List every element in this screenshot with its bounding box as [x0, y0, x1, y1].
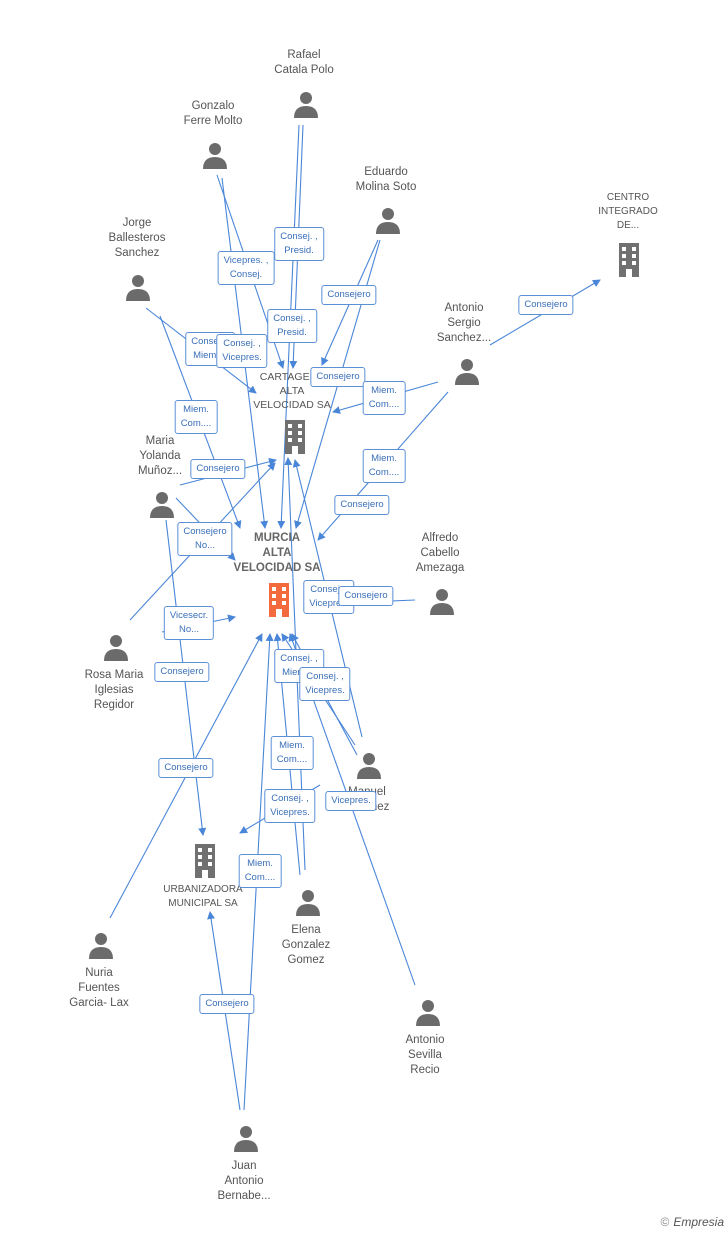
person-icon[interactable]	[374, 206, 402, 239]
node-label-antonio-sergio[interactable]: Antonio Sergio Sanchez...	[436, 302, 492, 344]
edge-label[interactable]: Miem. Com....	[174, 400, 218, 434]
node-label-elena[interactable]: Elena Gonzalez Gomez	[281, 924, 331, 966]
person-icon[interactable]	[102, 633, 130, 666]
node-label-maria[interactable]: Maria Yolanda Muñoz...	[137, 435, 183, 477]
edge-label[interactable]: Vicepres. , Consej.	[217, 251, 275, 285]
person-icon[interactable]	[87, 931, 115, 964]
main-building-icon[interactable]	[262, 582, 296, 623]
person-icon[interactable]	[428, 587, 456, 620]
edge-label[interactable]: Consejero	[518, 295, 574, 315]
node-label-alfredo[interactable]: Alfredo Cabello Amezaga	[415, 532, 465, 574]
building-icon[interactable]	[612, 242, 646, 283]
node-label-murcia[interactable]: MURCIA ALTA VELOCIDAD SA	[233, 532, 321, 574]
footer-brand: ©Empresia	[660, 1215, 724, 1229]
edge-label[interactable]: Consejero	[321, 285, 377, 305]
edge-label[interactable]: Consej. , Presid.	[274, 227, 324, 261]
edge-label[interactable]: Miem. Com....	[362, 449, 406, 483]
person-icon[interactable]	[124, 273, 152, 306]
copyright-symbol: ©	[660, 1215, 670, 1229]
node-label-rafael[interactable]: Rafael Catala Polo	[274, 49, 334, 76]
edge-label[interactable]: Vicesecr. No...	[163, 606, 215, 640]
person-icon[interactable]	[292, 90, 320, 123]
person-icon[interactable]	[453, 357, 481, 390]
edge-label[interactable]: Consej. , Presid.	[267, 309, 317, 343]
edge-label[interactable]: Consejero	[199, 994, 255, 1014]
person-icon[interactable]	[201, 141, 229, 174]
person-icon[interactable]	[232, 1124, 260, 1157]
node-label-rosa[interactable]: Rosa Maria Iglesias Regidor	[84, 669, 144, 711]
edge-label[interactable]: Miem. Com....	[362, 381, 406, 415]
person-icon[interactable]	[148, 490, 176, 523]
edge-label[interactable]: Miem. Com....	[270, 736, 314, 770]
node-label-gonzalo[interactable]: Gonzalo Ferre Molto	[183, 100, 243, 127]
node-label-eduardo[interactable]: Eduardo Molina Soto	[355, 166, 417, 193]
edge-label[interactable]: Miem. Com....	[238, 854, 282, 888]
building-icon[interactable]	[188, 843, 222, 884]
edge-label[interactable]: Consej. , Vicepres.	[216, 334, 268, 368]
edge-label[interactable]: Consejero	[158, 758, 214, 778]
edge-label[interactable]: Consej. , Vicepres.	[299, 667, 351, 701]
node-label-cartagena[interactable]: CARTAGENA ALTA VELOCIDAD SA	[253, 371, 331, 411]
edge-label[interactable]: Consejero	[154, 662, 210, 682]
edge-label[interactable]: Consejero	[334, 495, 390, 515]
person-icon[interactable]	[294, 888, 322, 921]
edge-label[interactable]: Consejero	[190, 459, 246, 479]
building-icon[interactable]	[278, 419, 312, 460]
edge-label[interactable]: Vicepres.	[325, 791, 377, 811]
edge-label[interactable]: Consejero	[338, 586, 394, 606]
node-label-nuria[interactable]: Nuria Fuentes Garcia- Lax	[69, 967, 129, 1009]
person-icon[interactable]	[355, 751, 383, 784]
edge-label[interactable]: Consejero No...	[177, 522, 233, 556]
node-label-jorge[interactable]: Jorge Ballesteros Sanchez	[108, 217, 166, 259]
node-label-juan[interactable]: Juan Antonio Bernabe...	[217, 1160, 271, 1202]
node-label-antonio-sevilla[interactable]: Antonio Sevilla Recio	[405, 1034, 445, 1076]
edge-label[interactable]: Consejero	[310, 367, 366, 387]
person-icon[interactable]	[414, 998, 442, 1031]
node-label-centro[interactable]: CENTRO INTEGRADO DE...	[598, 192, 658, 231]
edge-label[interactable]: Consej. , Vicepres.	[264, 789, 316, 823]
node-label-urbanizadora[interactable]: URBANIZADORA MUNICIPAL SA	[163, 884, 243, 909]
brand-name: Empresia	[673, 1215, 724, 1229]
